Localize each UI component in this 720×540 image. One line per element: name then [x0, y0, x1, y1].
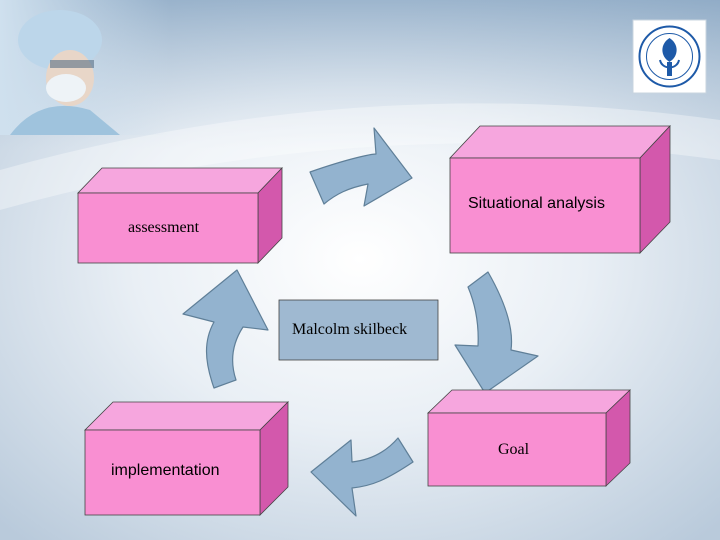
arrow-to-implementation [310, 437, 414, 517]
arrow-to-goal [454, 271, 539, 394]
box-situational-analysis [449, 124, 671, 254]
arrow-to-situational [309, 127, 413, 207]
box-assessment [77, 167, 283, 264]
box-goal [427, 389, 631, 487]
label-situational-analysis: Situational analysis [468, 195, 605, 212]
label-assessment: assessment [128, 219, 200, 236]
surgeon-photo [0, 0, 170, 135]
label-goal: Goal [498, 441, 530, 458]
label-implementation: implementation [111, 462, 220, 479]
box-implementation [84, 401, 289, 516]
arrow-to-assessment [182, 269, 269, 389]
label-center-malcolm-skilbeck: Malcolm skilbeck [292, 321, 408, 338]
center-box [278, 299, 439, 361]
university-seal-logo [632, 19, 707, 94]
